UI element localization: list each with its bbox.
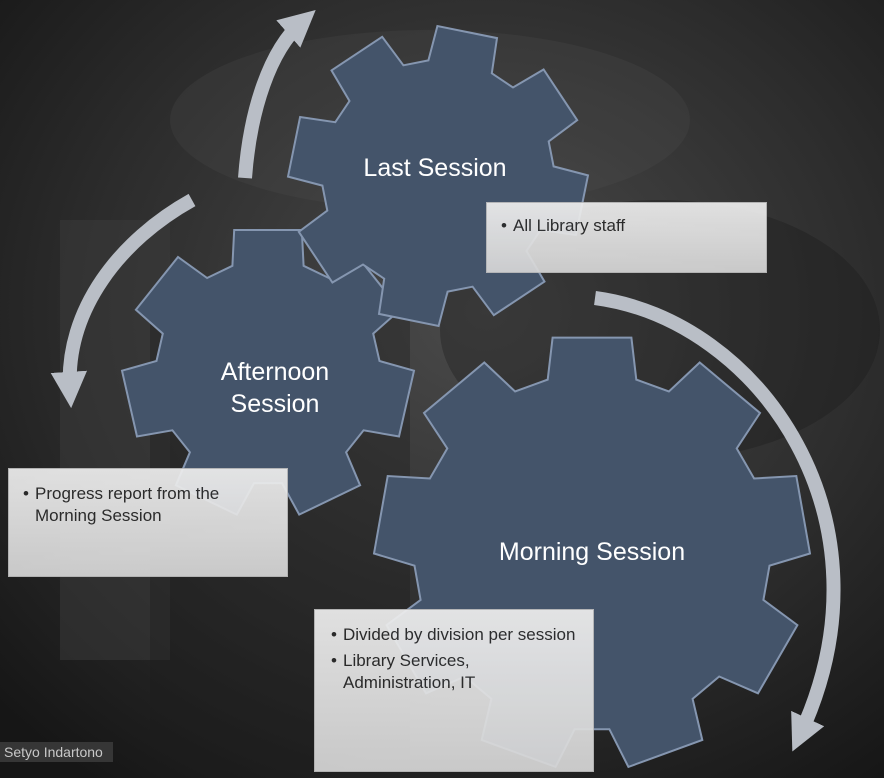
watermark-credit: Setyo Indartono — [0, 742, 113, 762]
morning-session-label: Morning Session — [498, 538, 686, 566]
afternoon-session-label: Afternoon Session — [220, 358, 330, 418]
cycle-arrow-right — [594, 291, 841, 752]
morning-session-note: Divided by division per session Library … — [314, 609, 594, 772]
note-item: Progress report from the Morning Session — [23, 483, 275, 527]
cycle-arrow-top — [238, 10, 316, 179]
last-session-label: Last Session — [363, 154, 507, 182]
note-item: All Library staff — [501, 215, 752, 237]
afternoon-session-note: Progress report from the Morning Session — [8, 468, 288, 577]
last-session-note: All Library staff — [486, 202, 767, 273]
note-item: Divided by division per session — [331, 624, 579, 646]
cycle-arrow-left — [50, 193, 196, 409]
note-item: Library Services, Administration, IT — [331, 650, 579, 694]
